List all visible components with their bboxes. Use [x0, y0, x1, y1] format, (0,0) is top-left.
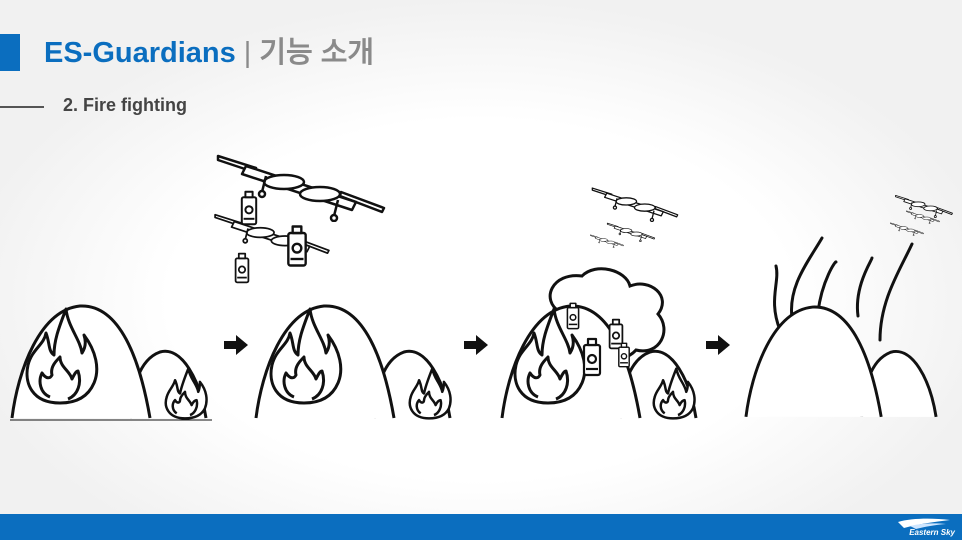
title-accent-bar — [0, 34, 20, 71]
page-title: ES-Guardians|기능 소개 — [44, 31, 374, 75]
section-heading: 2. Fire fighting — [63, 95, 187, 115]
panel-drones-approach — [214, 154, 452, 420]
footer-bar — [0, 514, 962, 540]
fire-fighting-illustration — [10, 154, 953, 421]
title-subtitle: 기능 소개 — [259, 37, 375, 69]
footer-logo-text: Eastern Sky — [909, 528, 955, 537]
right-arrow-icon — [706, 335, 730, 355]
panel-extinguish — [500, 187, 698, 420]
section-rule — [0, 106, 44, 108]
right-arrow-icon — [224, 335, 248, 355]
panel-smoke-out — [744, 194, 953, 419]
panel-fire — [10, 304, 212, 421]
title-brand: ES-Guardians — [44, 37, 236, 69]
right-arrow-icon — [464, 335, 488, 355]
title-separator: | — [243, 37, 252, 69]
eastern-sky-logo — [898, 518, 950, 529]
